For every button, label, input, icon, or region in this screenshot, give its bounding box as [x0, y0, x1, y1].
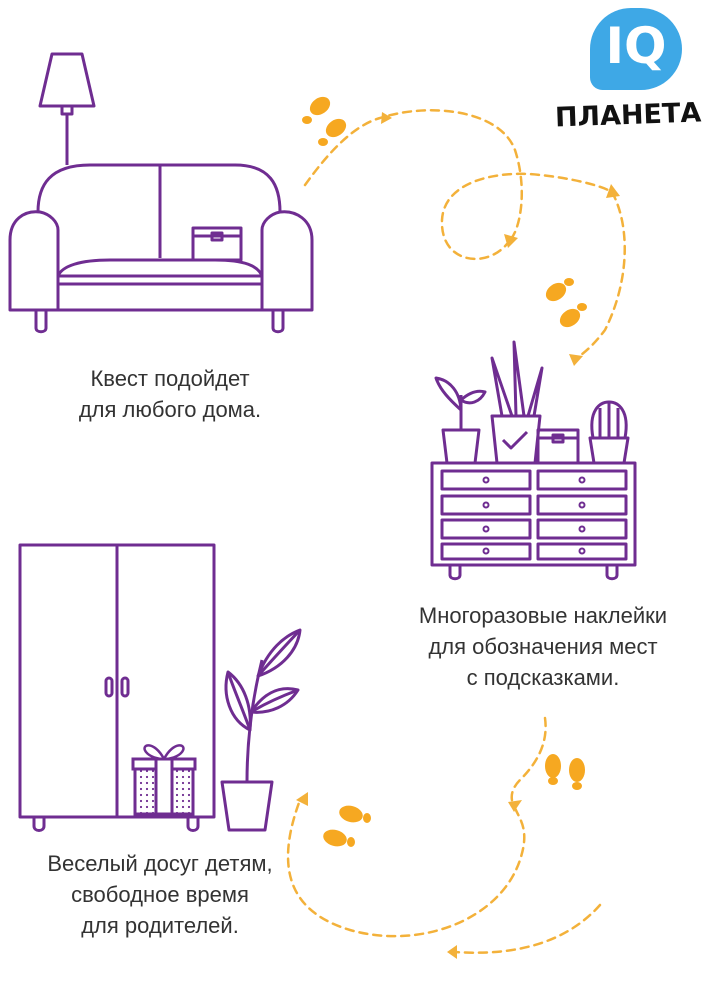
wardrobe-icon [18, 543, 216, 832]
caption-sofa: Квест подойдет для любого дома. [40, 363, 300, 425]
caption-line: Квест подойдет [90, 366, 250, 391]
sofa-icon [8, 163, 314, 334]
caption-line: Многоразовые наклейки [418, 603, 668, 628]
path-arrowheads [296, 112, 620, 959]
lamp-icon [38, 52, 96, 165]
plant-icons [434, 340, 630, 465]
logo-mark: IQ [605, 17, 667, 75]
plant-pot-icon [220, 628, 302, 832]
caption-dresser: Многоразовые наклейки для обозначения ме… [383, 600, 703, 693]
caption-line: с подсказками. [466, 665, 620, 690]
footprints-icon [302, 96, 587, 847]
caption-line: Веселый досуг детям, [47, 851, 273, 876]
dashed-path-arrow [286, 109, 626, 954]
dresser-icon [430, 461, 637, 581]
caption-line: для любого дома. [78, 397, 262, 422]
caption-line: свободное время [71, 882, 249, 907]
caption-wardrobe: Веселый досуг детям, свободное время для… [20, 848, 300, 941]
logo-wordmark: ПЛАНЕТА [554, 97, 702, 134]
dresser-knobs [482, 476, 586, 555]
caption-line: для обозначения мест [428, 634, 658, 659]
speech-bubble-icon [590, 8, 682, 90]
brand-logo: IQ ПЛАНЕТА [554, 8, 705, 138]
gift-box-icon [131, 744, 197, 816]
caption-line: для родителей. [81, 913, 239, 938]
